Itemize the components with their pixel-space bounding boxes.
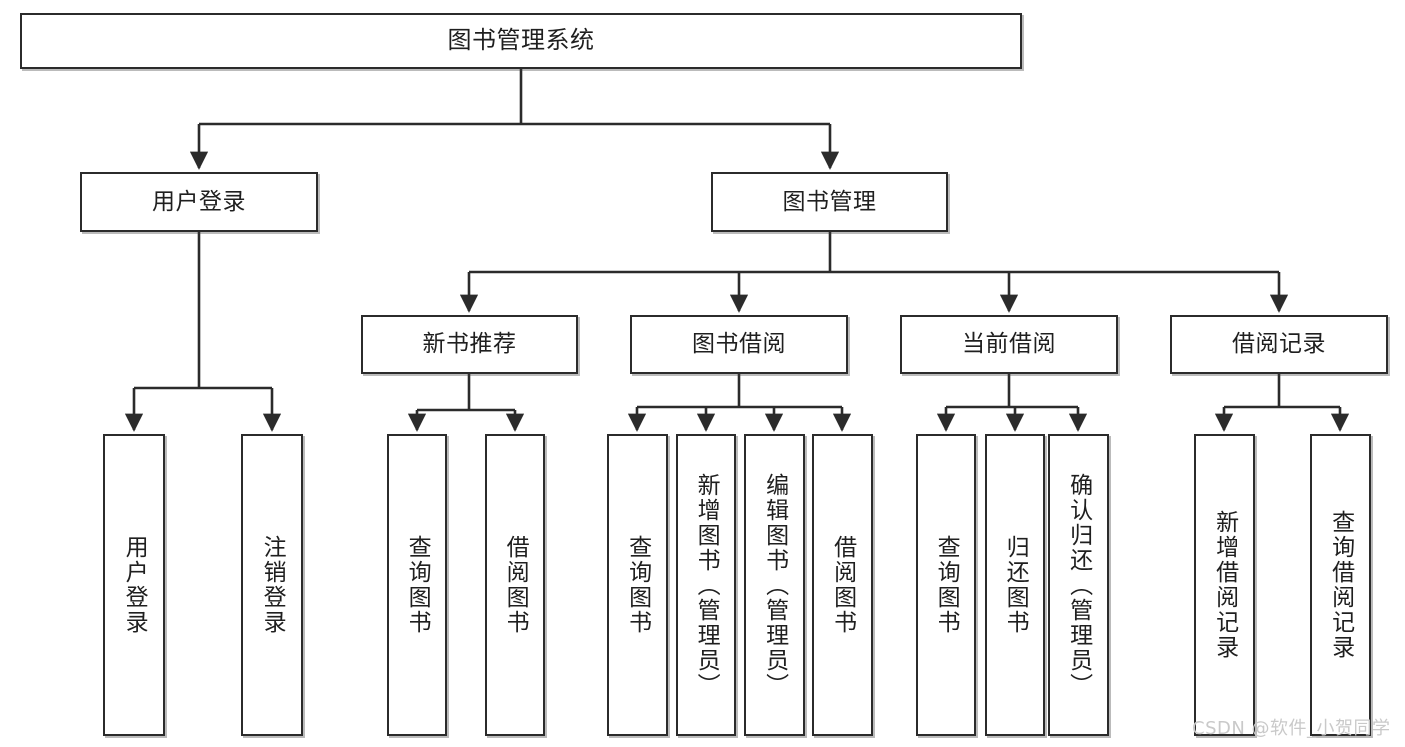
node-leaf-return-book[interactable]: 归还图书 <box>985 434 1045 736</box>
node-label: 图书管理 <box>782 188 877 215</box>
node-label: 归还图书 <box>1002 535 1029 635</box>
node-new-book-recommend[interactable]: 新书推荐 <box>361 315 578 374</box>
node-label: 当前借阅 <box>962 331 1056 358</box>
node-leaf-user-login[interactable]: 用户登录 <box>103 434 165 736</box>
node-user-login[interactable]: 用户登录 <box>80 172 318 232</box>
node-leaf-borrow-book-2[interactable]: 借阅图书 <box>812 434 873 736</box>
node-label: 用户登录 <box>121 535 148 635</box>
node-label: 图书借阅 <box>692 331 786 358</box>
node-leaf-edit-book-admin[interactable]: 编辑图书（管理员） <box>744 434 805 736</box>
node-label: 查询借阅记录 <box>1327 510 1354 660</box>
node-label: 确认归还（管理员） <box>1065 472 1092 698</box>
node-label: 新书推荐 <box>422 331 517 358</box>
node-book-management[interactable]: 图书管理 <box>711 172 948 232</box>
node-leaf-add-borrow-record[interactable]: 新增借阅记录 <box>1194 434 1255 736</box>
node-leaf-query-borrow-record[interactable]: 查询借阅记录 <box>1310 434 1371 736</box>
node-book-borrow[interactable]: 图书借阅 <box>630 315 848 374</box>
node-label: 新增图书（管理员） <box>693 472 720 698</box>
node-label: 查询图书 <box>624 535 651 635</box>
node-label: 新增借阅记录 <box>1211 510 1238 660</box>
node-label: 借阅图书 <box>502 535 529 635</box>
node-label: 查询图书 <box>404 535 431 635</box>
node-leaf-borrow-book-1[interactable]: 借阅图书 <box>485 434 545 736</box>
node-leaf-query-book-2[interactable]: 查询图书 <box>607 434 668 736</box>
node-current-borrow[interactable]: 当前借阅 <box>900 315 1118 374</box>
node-label: 注销登录 <box>259 535 286 635</box>
node-book-management-system[interactable]: 图书管理系统 <box>20 13 1022 69</box>
node-label: 查询图书 <box>933 535 960 635</box>
csdn-watermark: CSDN @软件_小贺同学 <box>1192 718 1391 739</box>
node-leaf-confirm-return-admin[interactable]: 确认归还（管理员） <box>1048 434 1109 736</box>
node-leaf-query-book-1[interactable]: 查询图书 <box>387 434 447 736</box>
node-label: 用户登录 <box>152 188 246 215</box>
node-label: 图书管理系统 <box>447 26 595 55</box>
node-leaf-query-book-3[interactable]: 查询图书 <box>916 434 976 736</box>
node-label: 借阅图书 <box>829 535 856 635</box>
node-leaf-add-book-admin[interactable]: 新增图书（管理员） <box>676 434 736 736</box>
node-leaf-logout[interactable]: 注销登录 <box>241 434 303 736</box>
node-label: 编辑图书（管理员） <box>761 472 788 698</box>
node-borrow-record[interactable]: 借阅记录 <box>1170 315 1388 374</box>
node-label: 借阅记录 <box>1232 331 1326 358</box>
